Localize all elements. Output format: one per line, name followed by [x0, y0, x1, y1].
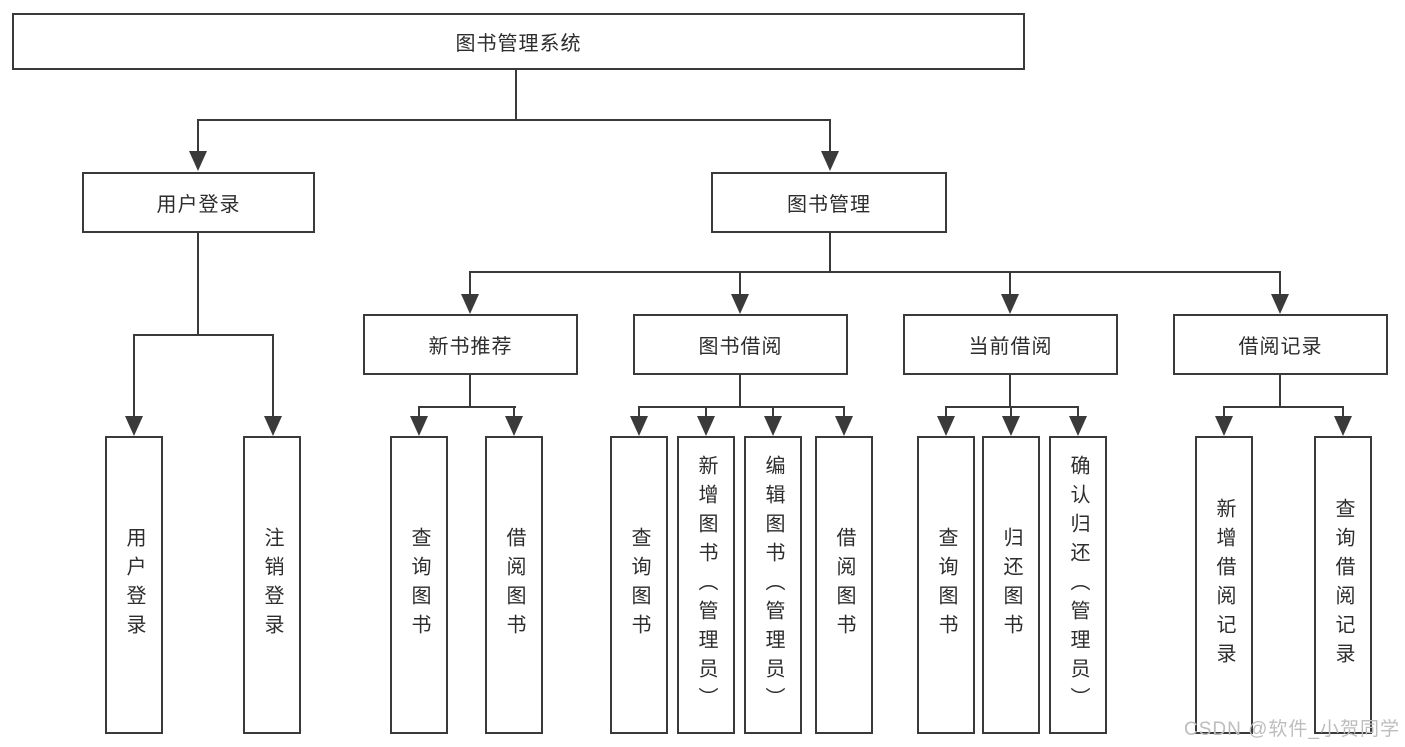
connector-vline [829, 119, 831, 153]
leaf-borrow-borrow-book: 借阅图书 [815, 436, 873, 734]
arrow-down-icon [1215, 416, 1233, 436]
connector-vline [1223, 406, 1225, 419]
node-book-borrow-label: 图书借阅 [698, 336, 783, 358]
arrow-down-icon [505, 416, 523, 436]
arrow-down-icon [764, 416, 782, 436]
leaf-label: 借阅图书 [833, 527, 855, 643]
node-borrow-records: 借阅记录 [1173, 314, 1388, 375]
connector-hline [945, 406, 1079, 408]
connector-hline [1223, 406, 1344, 408]
node-root-label: 图书管理系统 [455, 33, 582, 55]
leaf-records-query-record: 查询借阅记录 [1314, 436, 1372, 734]
node-borrow-records-label: 借阅记录 [1238, 336, 1323, 358]
connector-vline [1342, 406, 1344, 419]
arrow-down-icon [1002, 416, 1020, 436]
arrow-down-icon [125, 416, 143, 436]
leaf-label: 查询图书 [628, 527, 650, 643]
connector-vline [843, 406, 845, 419]
arrow-down-icon [264, 416, 282, 436]
connector-vline [739, 271, 741, 296]
leaf-label: 查询借阅记录 [1332, 498, 1354, 672]
node-book-management-label: 图书管理 [787, 194, 871, 216]
connector-vline [1010, 406, 1012, 419]
leaf-label: 新增借阅记录 [1213, 498, 1235, 672]
connector-vline [638, 406, 640, 419]
leaf-label: 查询图书 [935, 527, 957, 643]
node-user-login: 用户登录 [82, 172, 315, 233]
connector-vline [133, 334, 135, 418]
leaf-current-return-book: 归还图书 [982, 436, 1040, 734]
connector-vline [515, 69, 517, 121]
leaf-label: 用户登录 [123, 527, 145, 643]
arrow-down-icon [461, 294, 479, 314]
connector-vline [1279, 271, 1281, 296]
leaf-label: 归还图书 [1000, 527, 1022, 643]
connector-vline [1009, 375, 1011, 408]
connector-vline [1077, 406, 1079, 419]
leaf-label: 注销登录 [261, 527, 283, 643]
leaf-newbook-query-book: 查询图书 [390, 436, 448, 734]
leaf-label: 新增图书（管理员） [695, 454, 717, 716]
arrow-down-icon [1069, 416, 1087, 436]
connector-vline [1009, 271, 1011, 296]
leaf-label: 编辑图书（管理员） [762, 454, 784, 716]
connector-vline [705, 406, 707, 419]
node-root: 图书管理系统 [12, 13, 1025, 70]
arrow-down-icon [630, 416, 648, 436]
connector-vline [197, 233, 199, 336]
node-current-borrow: 当前借阅 [903, 314, 1118, 375]
connector-hline [418, 406, 516, 408]
arrow-down-icon [189, 151, 207, 171]
connector-vline [418, 406, 420, 419]
arrow-down-icon [937, 416, 955, 436]
leaf-current-confirm-return-admin: 确认归还（管理员） [1049, 436, 1107, 734]
connector-hline [197, 119, 831, 121]
node-book-management: 图书管理 [711, 172, 947, 233]
leaf-borrow-query-book: 查询图书 [610, 436, 668, 734]
arrow-down-icon [1001, 294, 1019, 314]
leaf-user-login: 用户登录 [105, 436, 163, 734]
connector-vline [469, 375, 471, 408]
arrow-down-icon [1271, 294, 1289, 314]
leaf-borrow-edit-book-admin: 编辑图书（管理员） [744, 436, 802, 734]
node-current-borrow-label: 当前借阅 [968, 336, 1053, 358]
node-user-login-label: 用户登录 [156, 194, 241, 216]
arrow-down-icon [410, 416, 428, 436]
node-new-book-recommend-label: 新书推荐 [428, 336, 513, 358]
arrow-down-icon [1334, 416, 1352, 436]
connector-vline [829, 233, 831, 273]
connector-vline [513, 406, 515, 419]
connector-vline [1279, 375, 1281, 408]
connector-vline [739, 375, 741, 408]
connector-vline [772, 406, 774, 419]
node-new-book-recommend: 新书推荐 [363, 314, 578, 375]
leaf-logout: 注销登录 [243, 436, 301, 734]
leaf-label: 确认归还（管理员） [1067, 454, 1089, 716]
connector-vline [197, 119, 199, 153]
arrow-down-icon [835, 416, 853, 436]
arrow-down-icon [731, 294, 749, 314]
leaf-records-add-record: 新增借阅记录 [1195, 436, 1253, 734]
connector-hline [469, 271, 1281, 273]
leaf-label: 查询图书 [408, 527, 430, 643]
leaf-borrow-add-book-admin: 新增图书（管理员） [677, 436, 735, 734]
leaf-label: 借阅图书 [503, 527, 525, 643]
watermark: CSDN @软件_小贺同学 [1184, 719, 1400, 740]
connector-hline [638, 406, 845, 408]
arrow-down-icon [697, 416, 715, 436]
connector-vline [945, 406, 947, 419]
arrow-down-icon [821, 151, 839, 171]
connector-hline [133, 334, 274, 336]
leaf-current-query-book: 查询图书 [917, 436, 975, 734]
connector-vline [469, 271, 471, 296]
leaf-newbook-borrow-book: 借阅图书 [485, 436, 543, 734]
connector-vline [272, 334, 274, 418]
node-book-borrow: 图书借阅 [633, 314, 848, 375]
